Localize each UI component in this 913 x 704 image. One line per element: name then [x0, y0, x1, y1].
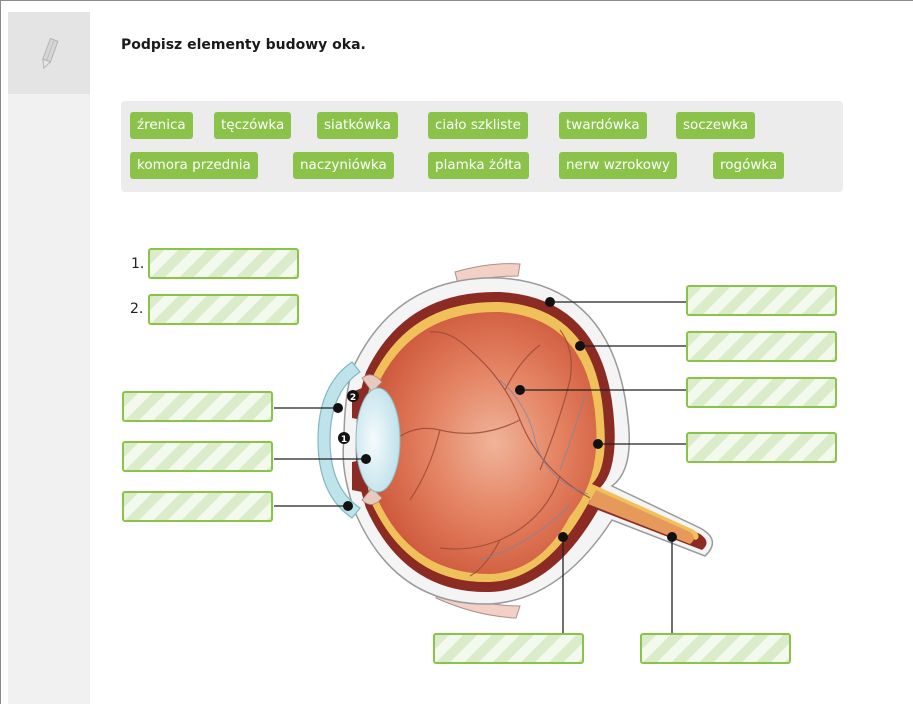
drop-slot-bottom-2[interactable]	[640, 633, 791, 664]
word-chip-cialo-szkliste[interactable]: ciało szkliste	[428, 112, 528, 139]
drop-slot-bottom-1[interactable]	[433, 633, 584, 664]
word-chip-soczewka[interactable]: soczewka	[676, 112, 755, 139]
drop-slot-right-4[interactable]	[686, 432, 837, 463]
word-chip-komora-przednia[interactable]: komora przednia	[130, 152, 258, 179]
word-chip-siatkowka[interactable]: siatkówka	[317, 112, 398, 139]
word-chip-teczowka[interactable]: tęczówka	[214, 112, 291, 139]
word-chip-nerw-wzrokowy[interactable]: nerw wzrokowy	[559, 152, 677, 179]
word-chip-plamka-zolta[interactable]: plamka żółta	[428, 152, 529, 179]
drop-slot-left-top[interactable]	[122, 391, 273, 422]
word-bank: źrenica tęczówka siatkówka ciało szklist…	[121, 101, 843, 192]
label-number-1: 1.	[131, 256, 144, 272]
label-number-2: 2.	[130, 301, 143, 317]
instruction-title: Podpisz elementy budowy oka.	[121, 37, 366, 53]
sidebar	[8, 12, 90, 704]
word-chip-naczyniowka[interactable]: naczyniówka	[293, 152, 394, 179]
word-chip-rogowka[interactable]: rogówka	[713, 152, 784, 179]
drop-slot-1[interactable]	[148, 248, 299, 279]
drop-slot-2[interactable]	[148, 294, 299, 325]
drop-slot-right-2[interactable]	[686, 331, 837, 362]
drop-slot-right-1[interactable]	[686, 285, 837, 316]
drop-slot-left-bottom[interactable]	[122, 491, 273, 522]
word-chip-twardowka[interactable]: twardówka	[559, 112, 647, 139]
drop-slot-left-middle[interactable]	[122, 441, 273, 472]
pencil-icon-box	[8, 12, 90, 94]
drop-slot-right-3[interactable]	[686, 377, 837, 408]
word-chip-zrenica[interactable]: źrenica	[130, 112, 193, 139]
pencil-icon	[35, 38, 63, 70]
